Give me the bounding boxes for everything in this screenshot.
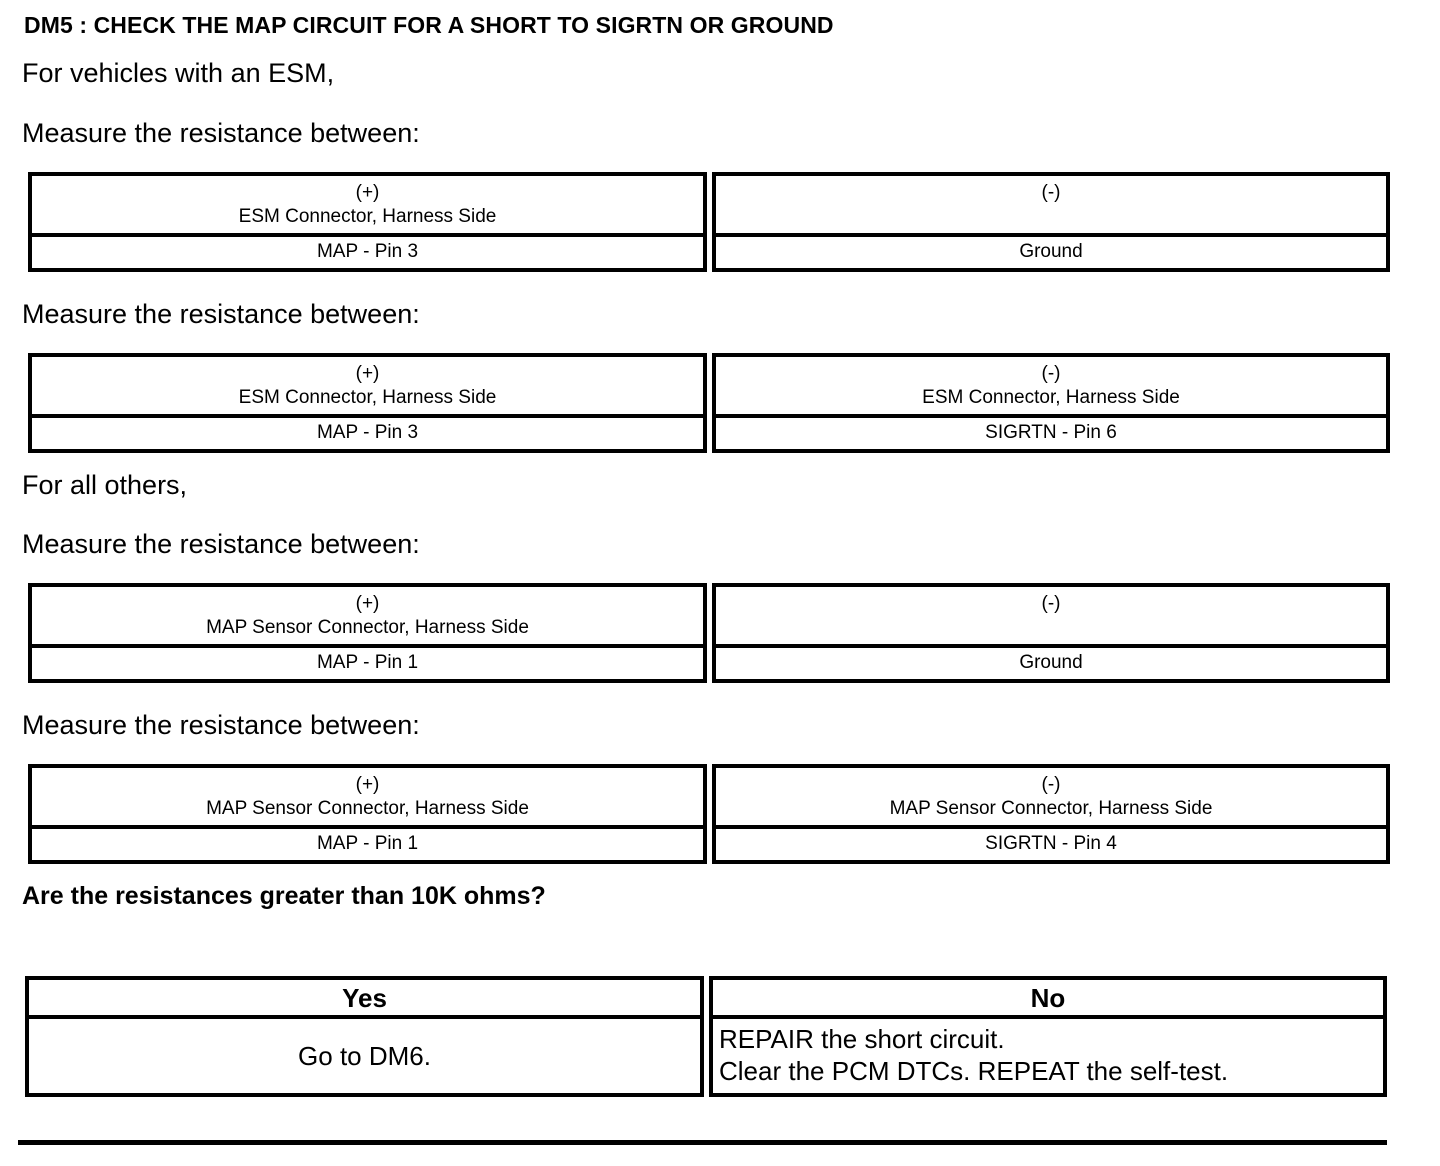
negative-header: (-) <box>716 587 1386 648</box>
positive-sign: (+) <box>355 363 380 384</box>
decision-question: Are the resistances greater than 10K ohm… <box>22 882 546 910</box>
positive-source: ESM Connector, Harness Side <box>238 206 497 227</box>
answer-action-no-line-1: REPAIR the short circuit. <box>719 1024 1005 1054</box>
negative-source: MAP Sensor Connector, Harness Side <box>889 798 1213 819</box>
negative-pin: Ground <box>1019 652 1083 673</box>
negative-header: (-) ESM Connector, Harness Side <box>716 357 1386 418</box>
negative-sign: (-) <box>1041 182 1061 203</box>
positive-column: (+) ESM Connector, Harness Side MAP - Pi… <box>28 172 707 272</box>
answer-column-yes: Yes Go to DM6. <box>25 976 704 1097</box>
positive-source: ESM Connector, Harness Side <box>238 387 497 408</box>
positive-header: (+) ESM Connector, Harness Side <box>32 176 703 237</box>
positive-sign: (+) <box>355 182 380 203</box>
measure-label-3: Measure the resistance between: <box>22 529 420 559</box>
answer-column-no: No REPAIR the short circuit. Clear the P… <box>709 976 1387 1097</box>
positive-pin: MAP - Pin 1 <box>316 833 419 854</box>
negative-source: ESM Connector, Harness Side <box>922 387 1180 408</box>
negative-source <box>720 616 1382 640</box>
negative-column: (-) Ground <box>712 583 1390 683</box>
negative-sign: (-) <box>1041 593 1061 614</box>
positive-source: MAP Sensor Connector, Harness Side <box>206 617 529 638</box>
negative-header: (-) <box>716 176 1386 237</box>
answer-action-no: REPAIR the short circuit. Clear the PCM … <box>713 1019 1383 1093</box>
negative-pin: SIGRTN - Pin 4 <box>985 833 1117 854</box>
negative-source <box>720 205 1382 229</box>
negative-column: (-) MAP Sensor Connector, Harness Side S… <box>712 764 1390 864</box>
measurement-table-map-sensor-sigrtn: (+) MAP Sensor Connector, Harness Side M… <box>28 764 1390 864</box>
answer-action-no-line-2: Clear the PCM DTCs. REPEAT the self-test… <box>719 1056 1229 1086</box>
answer-header-yes: Yes <box>29 980 700 1019</box>
intro-all-others-text: For all others, <box>22 470 188 500</box>
answer-table: Yes Go to DM6. No REPAIR the short circu… <box>25 976 1387 1097</box>
positive-header: (+) ESM Connector, Harness Side <box>32 357 703 418</box>
positive-header: (+) MAP Sensor Connector, Harness Side <box>32 587 703 648</box>
measurement-table-esm-ground: (+) ESM Connector, Harness Side MAP - Pi… <box>28 172 1390 272</box>
measurement-table-esm-sigrtn: (+) ESM Connector, Harness Side MAP - Pi… <box>28 353 1390 453</box>
negative-column: (-) ESM Connector, Harness Side SIGRTN -… <box>712 353 1390 453</box>
answer-header-no: No <box>713 980 1383 1019</box>
measure-label-4: Measure the resistance between: <box>22 710 420 740</box>
negative-pin: Ground <box>1019 241 1083 262</box>
positive-sign: (+) <box>355 593 380 614</box>
measurement-table-map-sensor-ground: (+) MAP Sensor Connector, Harness Side M… <box>28 583 1390 683</box>
positive-column: (+) MAP Sensor Connector, Harness Side M… <box>28 764 707 864</box>
positive-source: MAP Sensor Connector, Harness Side <box>206 798 529 819</box>
negative-pin: SIGRTN - Pin 6 <box>985 422 1117 443</box>
positive-pin: MAP - Pin 3 <box>316 422 419 443</box>
footer-divider <box>18 1140 1387 1145</box>
negative-sign: (-) <box>1041 363 1061 384</box>
negative-column: (-) Ground <box>712 172 1390 272</box>
positive-column: (+) MAP Sensor Connector, Harness Side M… <box>28 583 707 683</box>
positive-pin: MAP - Pin 3 <box>316 241 419 262</box>
positive-sign: (+) <box>355 774 380 795</box>
measure-label-1: Measure the resistance between: <box>22 118 420 148</box>
page-title: DM5 : CHECK THE MAP CIRCUIT FOR A SHORT … <box>24 12 834 38</box>
positive-pin: MAP - Pin 1 <box>316 652 419 673</box>
negative-header: (-) MAP Sensor Connector, Harness Side <box>716 768 1386 829</box>
intro-esm-text: For vehicles with an ESM, <box>22 58 335 88</box>
positive-column: (+) ESM Connector, Harness Side MAP - Pi… <box>28 353 707 453</box>
answer-action-yes: Go to DM6. <box>298 1041 431 1071</box>
measure-label-2: Measure the resistance between: <box>22 299 420 329</box>
positive-header: (+) MAP Sensor Connector, Harness Side <box>32 768 703 829</box>
negative-sign: (-) <box>1041 774 1061 795</box>
